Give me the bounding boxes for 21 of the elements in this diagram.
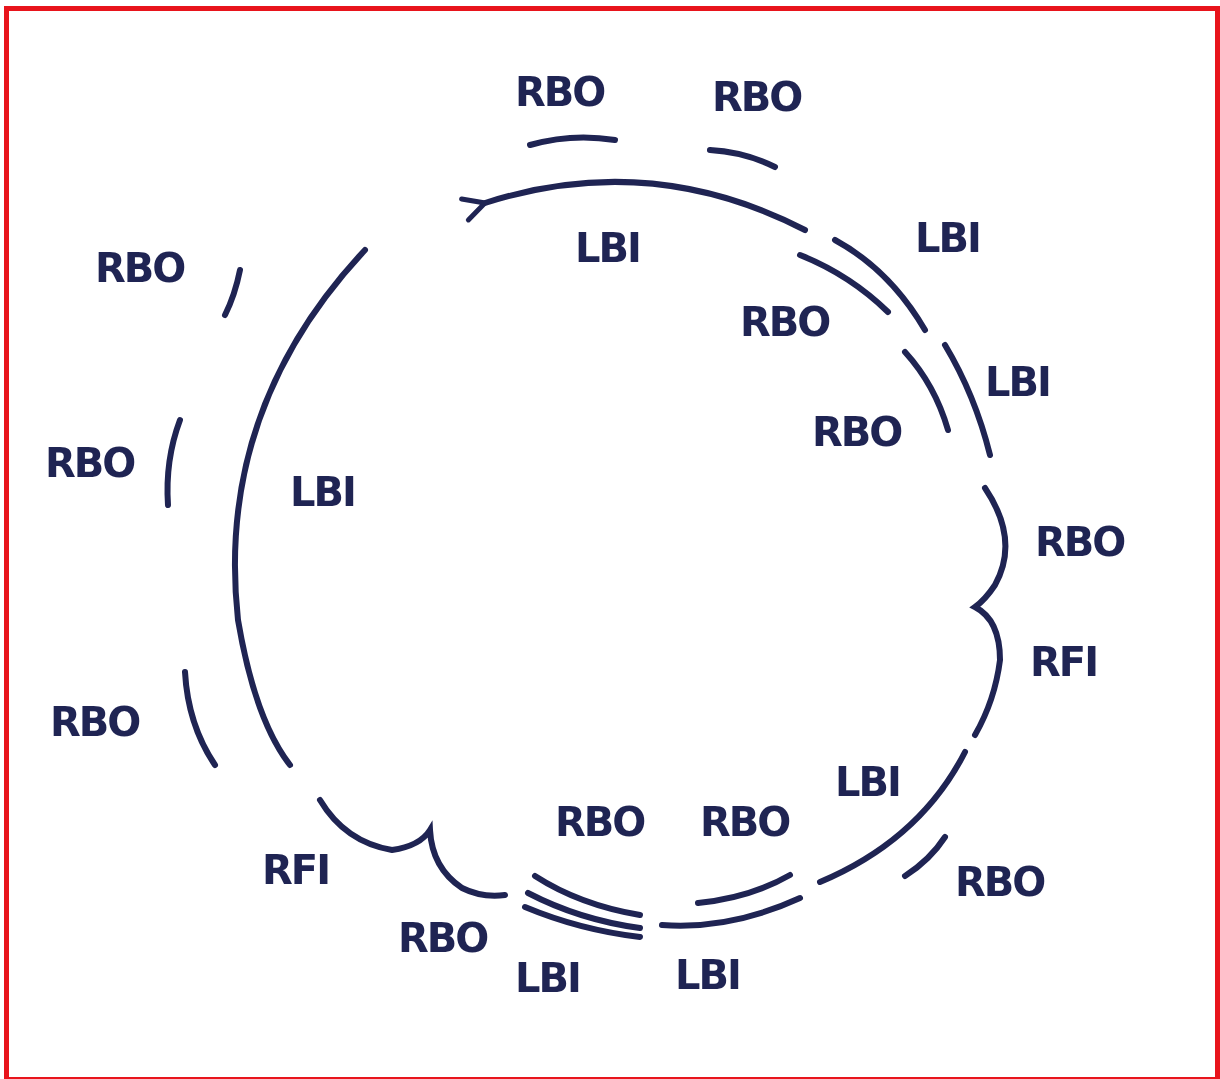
arc-label: RBO xyxy=(812,412,902,452)
arc-label: RFI xyxy=(1030,642,1097,682)
arc-label: RBO xyxy=(712,77,802,117)
arc-label: RBO xyxy=(740,302,830,342)
arc-label: RBO xyxy=(1035,522,1125,562)
arc-label: LBI xyxy=(675,955,740,995)
arc-label: RBO xyxy=(955,862,1045,902)
arc-label: RBO xyxy=(515,72,605,112)
arc-label: LBI xyxy=(835,762,900,802)
arc-label: LBI xyxy=(515,958,580,998)
arc-label: LBI xyxy=(985,362,1050,402)
arc-label: RBO xyxy=(95,248,185,288)
arc-label: LBI xyxy=(915,218,980,258)
arc-label: RBO xyxy=(50,702,140,742)
arc-label: RFI xyxy=(262,850,329,890)
arc-label: RBO xyxy=(398,918,488,958)
arc-label: LBI xyxy=(290,472,355,512)
arc-label: RBO xyxy=(45,443,135,483)
arc-label: RBO xyxy=(555,802,645,842)
arc-label: RBO xyxy=(700,802,790,842)
arc-label: LBI xyxy=(575,228,640,268)
